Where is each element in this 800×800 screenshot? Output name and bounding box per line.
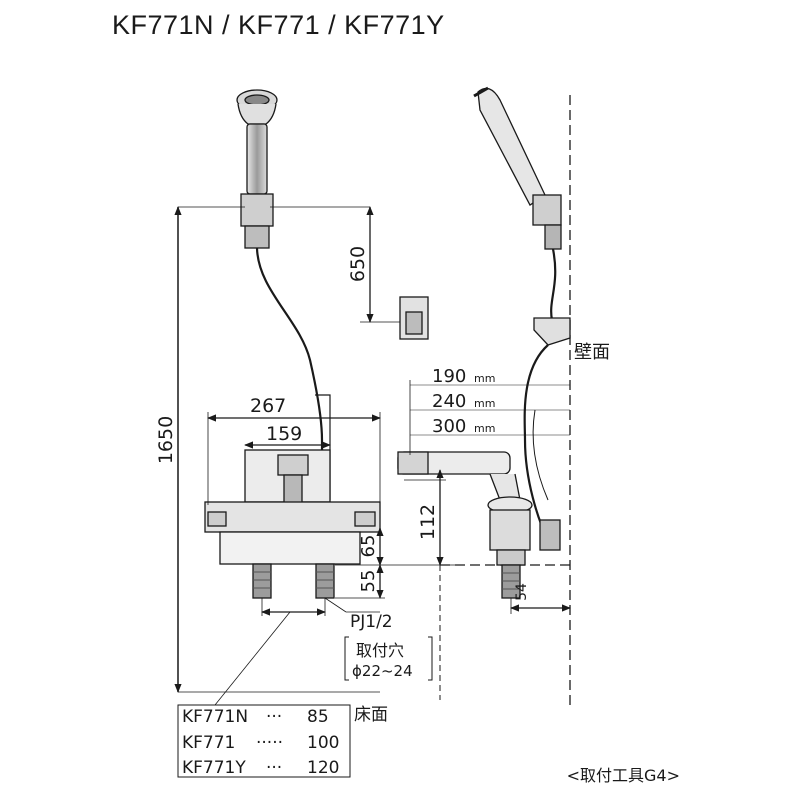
hanger-bracket <box>399 296 429 340</box>
table-row-1-dots: ··· <box>266 707 282 727</box>
table-row-2-value: 100 <box>307 733 339 753</box>
hose-front <box>255 247 324 500</box>
table-row-1-model: KF771N <box>182 707 248 727</box>
front-view <box>174 89 460 706</box>
table-row-3-value: 120 <box>307 758 339 778</box>
shower-head-front <box>236 89 278 249</box>
dim-267: 267 <box>250 395 286 417</box>
spout-reach-labels: 190 mm 240 mm 300 mm <box>432 366 495 437</box>
dim-240: 240 <box>432 391 466 412</box>
model-title: KF771N / KF771 / KF771Y <box>112 10 445 40</box>
wall-label: 壁面 <box>574 342 610 363</box>
dim-112: 112 <box>417 504 439 540</box>
dim-159: 159 <box>266 423 302 445</box>
dim-300: 300 <box>432 416 466 437</box>
table-row-1-value: 85 <box>307 707 329 727</box>
dim-190-unit: mm <box>474 372 495 385</box>
table-row-3-model: KF771Y <box>182 758 246 778</box>
pipe-thread-label: PJ1/2 <box>350 612 393 632</box>
faucet-body-front <box>204 449 381 599</box>
dim-190: 190 <box>432 366 466 387</box>
spacing-table: KF771N ··· 85 KF771 ····· 100 KF771Y ···… <box>182 707 339 778</box>
dim-54: 54 <box>514 583 530 601</box>
hole-title-label: 取付穴 <box>356 641 404 660</box>
table-row-2-model: KF771 <box>182 733 235 753</box>
dim-650: 650 <box>347 246 369 282</box>
dim-55: 55 <box>358 570 379 593</box>
table-row-3-dots: ··· <box>266 758 282 778</box>
dim-240-unit: mm <box>474 397 495 410</box>
floor-label: 床面 <box>354 705 388 725</box>
tool-label: <取付工具G4> <box>567 766 680 785</box>
table-row-2-dots: ····· <box>256 733 283 753</box>
dim-65: 65 <box>358 535 379 558</box>
hole-size-label: ϕ22~24 <box>352 662 413 680</box>
side-view <box>397 86 571 710</box>
dim-300-unit: mm <box>474 422 495 435</box>
dim-1650: 1650 <box>155 416 177 464</box>
